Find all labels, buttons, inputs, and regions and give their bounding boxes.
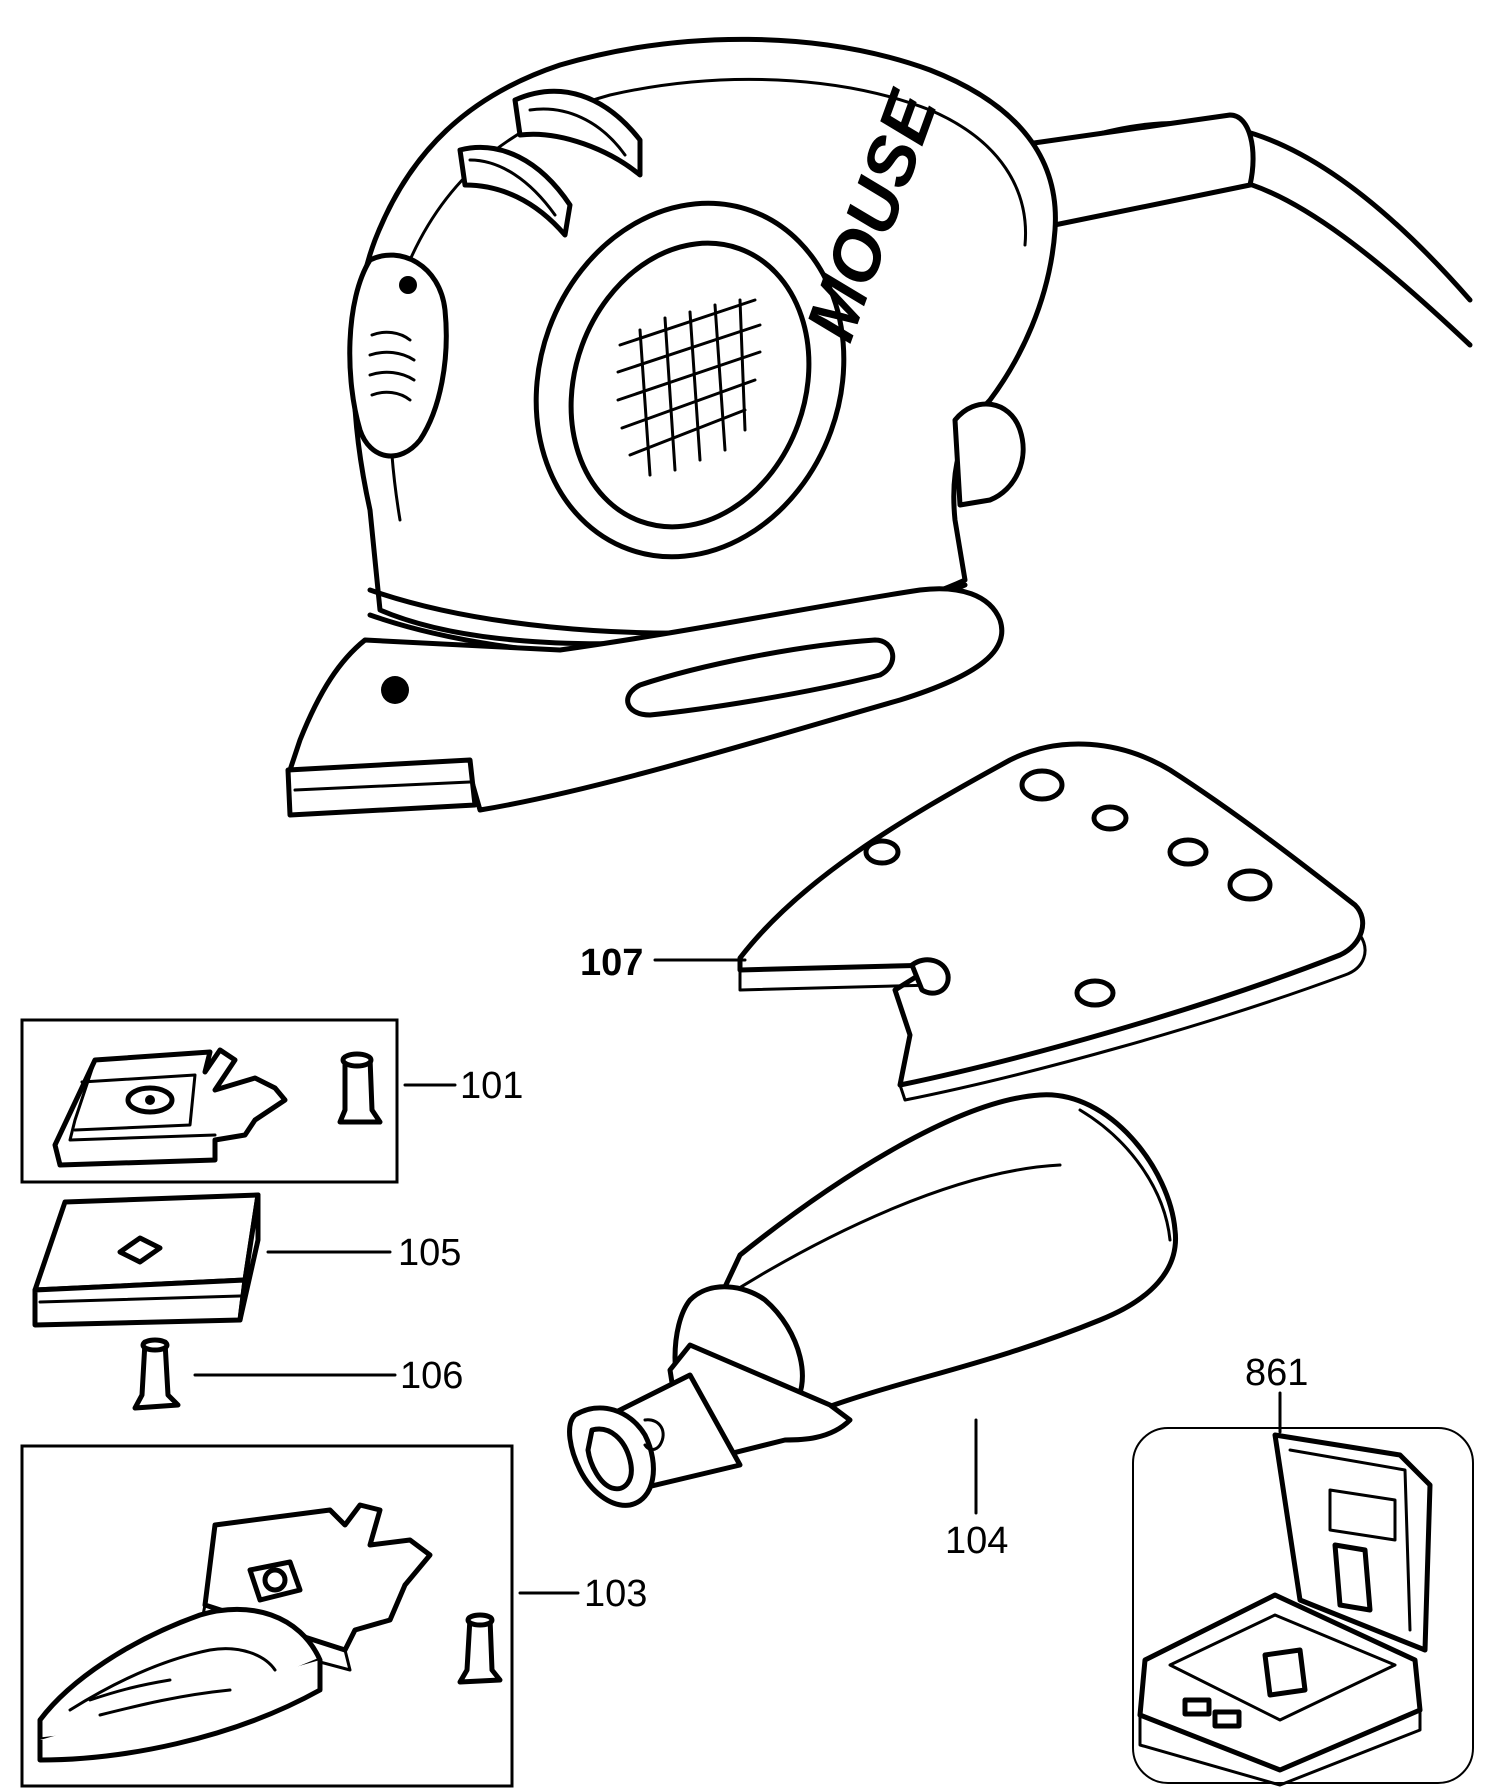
sheet-hole — [1167, 837, 1209, 867]
sanding-sheet — [737, 741, 1366, 1088]
adapter-outlet-inner — [585, 1426, 634, 1492]
rear-switch — [952, 401, 1026, 508]
sander-body: MOUSE — [285, 36, 1473, 818]
adapter-body — [697, 1092, 1179, 1413]
pad-105-hole — [117, 1235, 163, 1265]
top-vent-1 — [512, 88, 643, 178]
part-101-kit: 101 — [20, 1018, 523, 1184]
case-861-frame — [1132, 1427, 1474, 1784]
pad-105-side — [237, 1192, 261, 1323]
kit-101-frame — [20, 1018, 399, 1184]
part-103-kit: 103 — [20, 1444, 647, 1788]
sheet-hole — [1227, 868, 1273, 902]
callout-105: 105 — [398, 1232, 461, 1274]
grip-dot — [399, 276, 417, 294]
kit-103-screw — [457, 1615, 503, 1685]
top-vent-2 — [457, 144, 573, 238]
callout-106: 106 — [400, 1355, 463, 1397]
part-861-carry-case: 861 — [1132, 1352, 1474, 1787]
callout-101: 101 — [460, 1065, 523, 1107]
callout-861: 861 — [1245, 1352, 1308, 1394]
sheet-hole — [863, 838, 901, 866]
part-104-dust-adapter: 104 — [567, 1092, 1179, 1562]
mesh-grille — [616, 298, 762, 477]
side-grip — [347, 252, 449, 459]
sheet-hole — [1091, 804, 1129, 832]
kit-103-frame — [20, 1444, 514, 1788]
sheet-notch — [909, 957, 951, 996]
case-lid — [1272, 1432, 1433, 1653]
part-105-pad: 105 — [32, 1192, 461, 1328]
callout-103: 103 — [584, 1573, 647, 1615]
callout-104: 104 — [945, 1520, 1008, 1562]
base-screw — [381, 676, 409, 704]
part-107-sanding-sheet: 107 — [580, 741, 1367, 1102]
callout-107: 107 — [580, 942, 643, 984]
base-slot — [625, 637, 896, 718]
sheet-hole — [1019, 768, 1065, 802]
sheet-hole — [1074, 978, 1116, 1008]
part-106-screw: 106 — [132, 1337, 463, 1411]
